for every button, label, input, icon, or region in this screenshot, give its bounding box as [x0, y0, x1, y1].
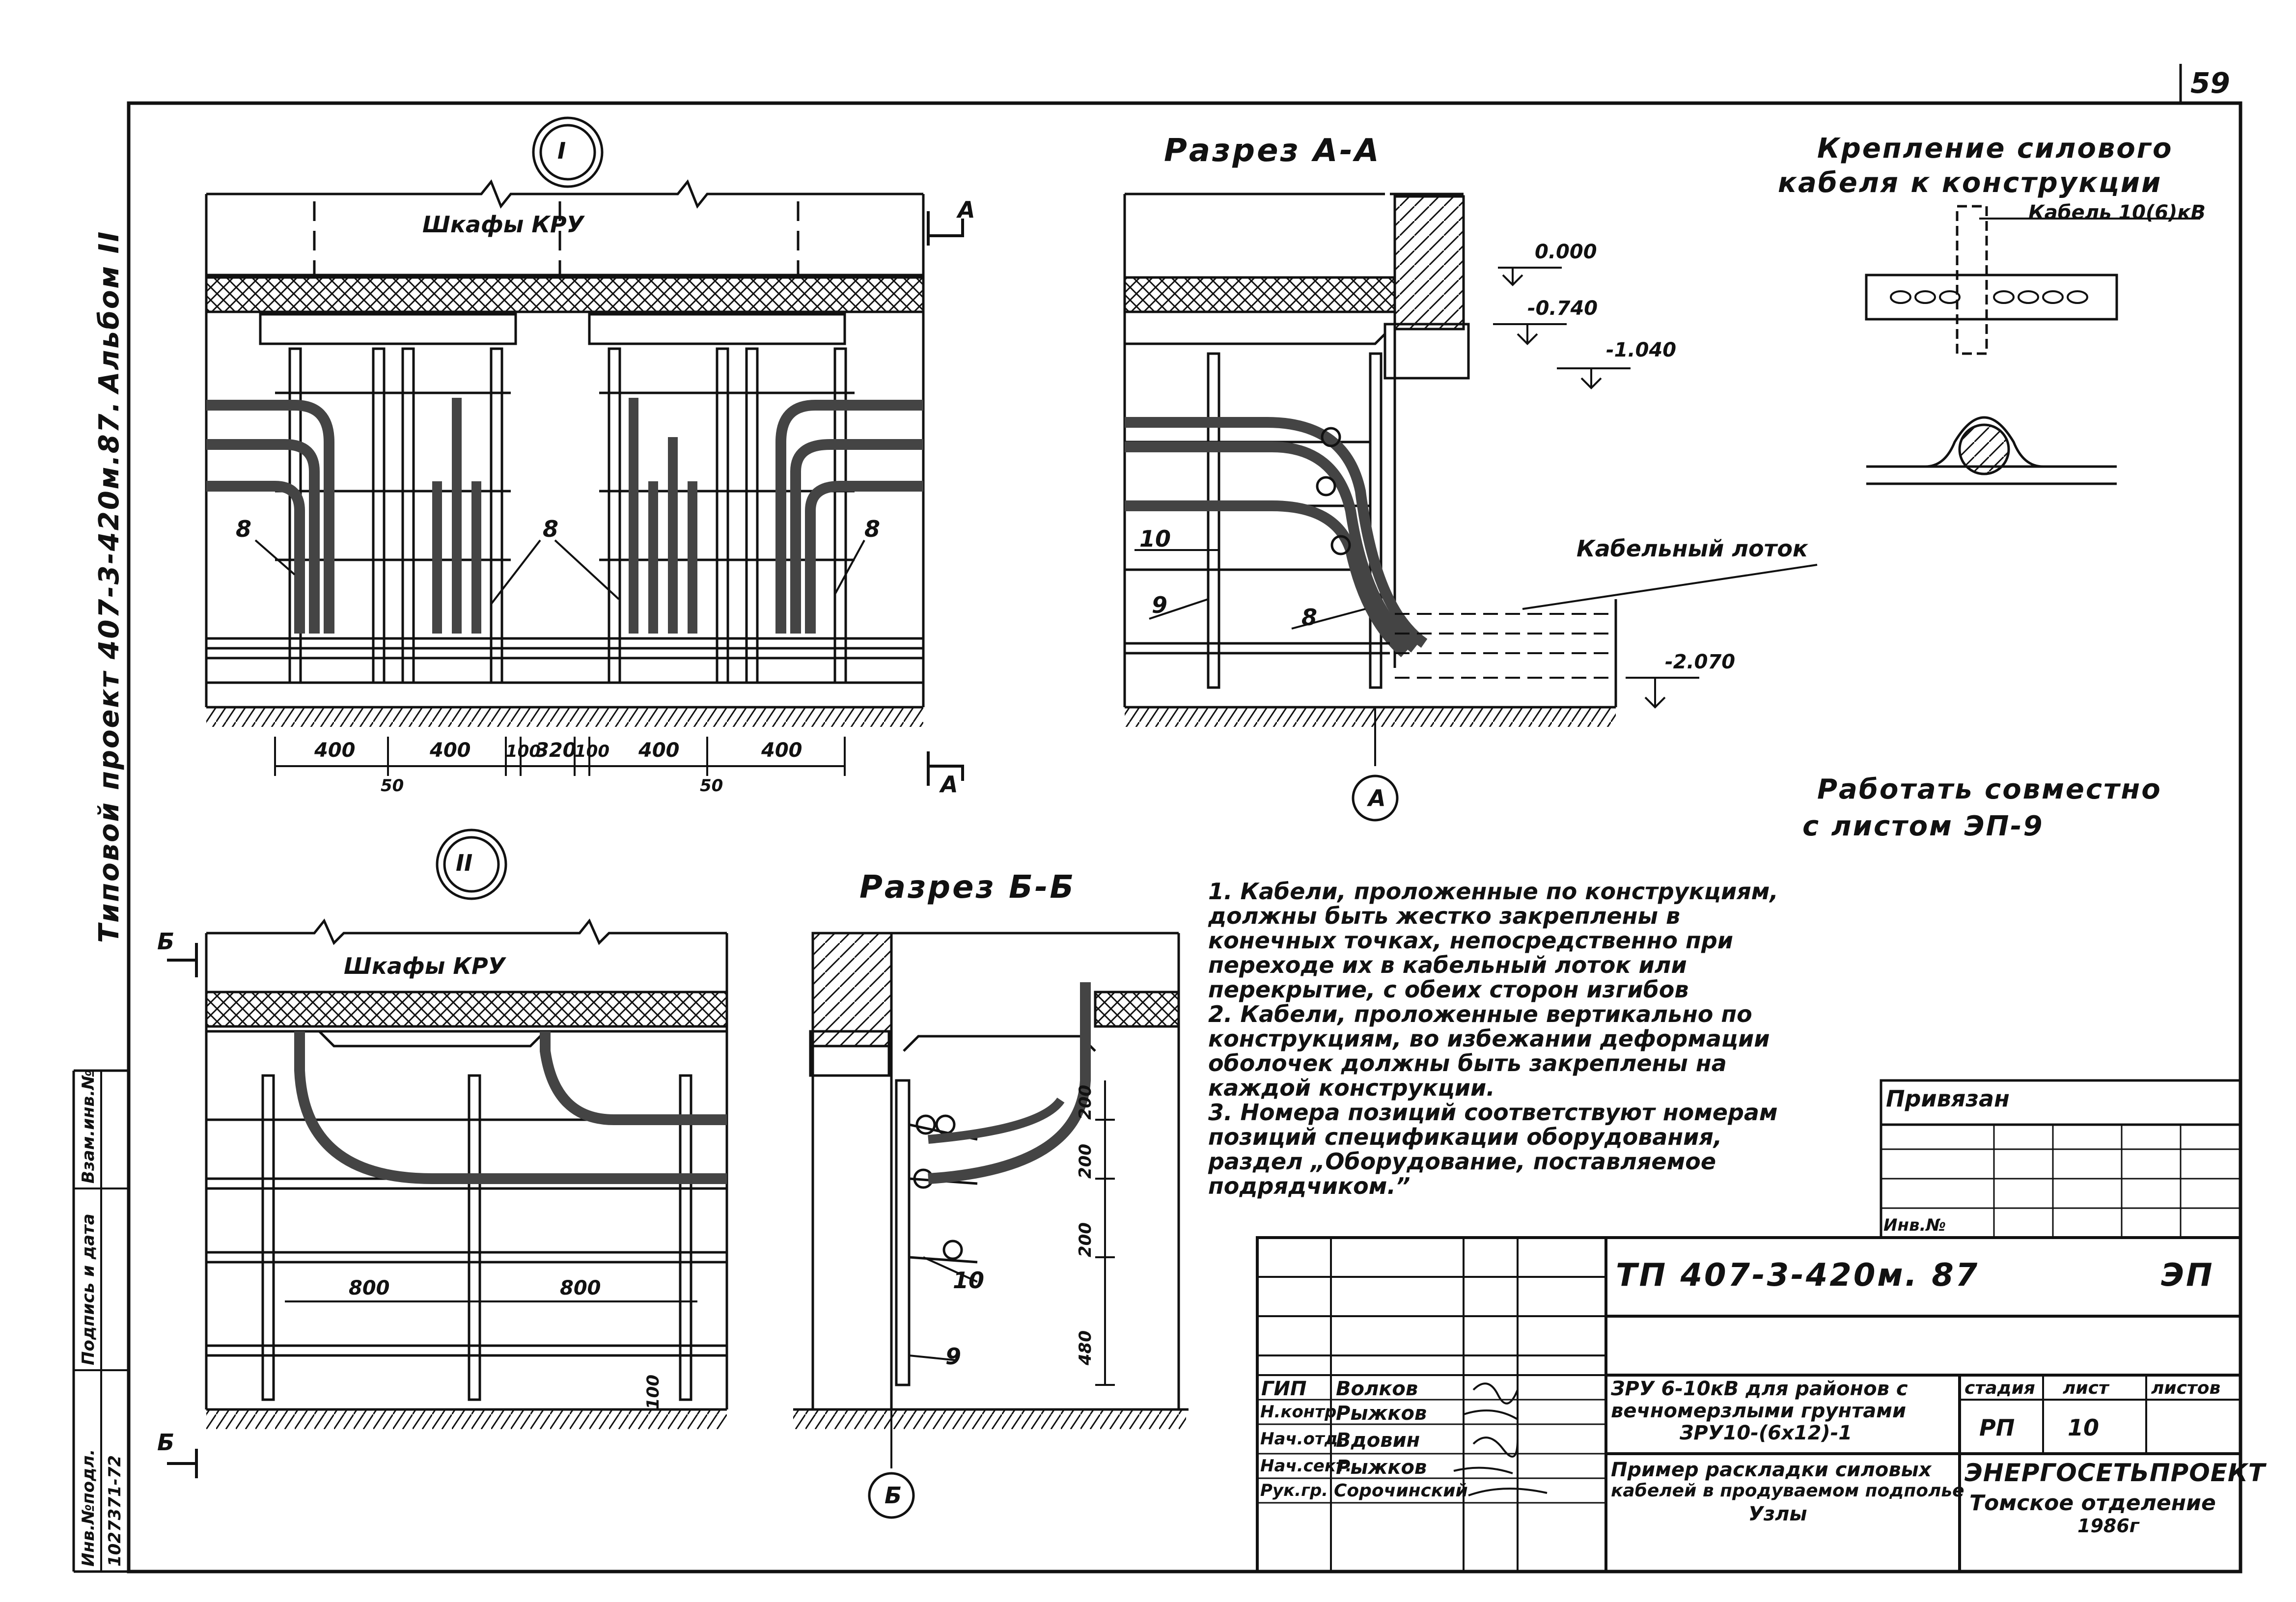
strip-doc-number: 1027371-72	[105, 1455, 125, 1567]
object-line-1: ЗРУ 6-10кВ для районов с	[1611, 1378, 1908, 1400]
project-label: Типовой проект 407-3-420м.87.	[93, 400, 125, 943]
note-item: 2. Кабели, проложенные вертикально по ко…	[1208, 1001, 1770, 1101]
company-name: ЭНЕРГОСЕТЬПРОЕКТ	[1964, 1459, 2266, 1487]
role-label: Нач.отд.	[1260, 1429, 1345, 1449]
strip-podpis: Подпись и дата	[79, 1214, 98, 1365]
view-1-sub-dimension: 50	[381, 776, 404, 796]
section-bb-dimension: 200	[1076, 1144, 1095, 1179]
section-bb-title: Разрез Б-Б	[859, 869, 1076, 906]
sheet-value: 10	[2068, 1414, 2100, 1441]
view-1-cabinet-label: Шкафы КРУ	[422, 211, 584, 238]
section-bb-pos-label: 9	[945, 1343, 962, 1370]
role-name: Рыжков	[1336, 1402, 1427, 1425]
section-aa-title: Разрез А-А	[1164, 133, 1381, 169]
view-1-sub-dimension: 50	[700, 776, 723, 796]
company-year: 1986г	[2077, 1515, 2139, 1537]
role-name: Сорочинский	[1334, 1481, 1468, 1501]
section-aa-pos-label: 8	[1301, 604, 1318, 631]
section-bb-dimension: 200	[1076, 1222, 1095, 1257]
work-note-line-1: Работать совместно	[1817, 773, 2162, 805]
note-item: 3. Номера позиций соответствуют номерам …	[1208, 1099, 1778, 1199]
work-note-line-2: с листом ЭП-9	[1802, 810, 2044, 842]
tray-label: Кабельный лоток	[1577, 535, 1808, 562]
sheet-title-line-3: Узлы	[1748, 1503, 1807, 1525]
view-1-dimension: 320	[535, 739, 577, 762]
view-2-dimension: 800	[560, 1277, 601, 1299]
view-1-drawing	[205, 116, 964, 786]
view-1-dimension: 400	[638, 739, 680, 762]
view-2-dimension: 800	[349, 1277, 390, 1299]
object-line-2: вечномерзлыми грунтами	[1611, 1400, 1906, 1422]
stage-header: стадия	[1964, 1378, 2035, 1398]
view-1-dimension: 100	[575, 742, 609, 761]
role-name: Волков	[1336, 1378, 1418, 1400]
view-1-dimension: 400	[314, 739, 356, 762]
view-1-pos-label: 8	[236, 516, 252, 542]
elevation-label: -1.040	[1606, 339, 1677, 361]
fastening-title-line-1: Крепление силового	[1817, 133, 2173, 165]
section-aa-pos-label: 10	[1139, 525, 1171, 552]
elevation-label: -0.740	[1527, 297, 1598, 320]
notes-block: 1. Кабели, проложенные по конструкциям, …	[1208, 879, 1783, 1198]
view-2-section-mark-bottom: Б	[157, 1429, 175, 1456]
view-1-dimension: 400	[430, 739, 471, 762]
sheet-header: лист	[2063, 1378, 2109, 1398]
section-bb-drawing	[793, 932, 1189, 1519]
fastening-detail-drawing	[1865, 205, 2200, 485]
sheet-title-line-2: кабелей в продуваемом подполье	[1611, 1481, 1964, 1501]
view-1-section-mark-bottom: А	[941, 771, 958, 798]
view-2-drawing	[167, 829, 728, 1478]
role-label: Н.контр.	[1260, 1402, 1343, 1422]
strip-vzam: Взам.инв.№	[79, 1070, 98, 1184]
binding-inv: Инв.№	[1883, 1215, 1946, 1235]
album-label: Альбом II	[93, 230, 125, 393]
role-name: Рыжков	[1336, 1456, 1427, 1479]
view-2-small-dimension: 100	[643, 1375, 663, 1409]
role-name: Вдовин	[1336, 1429, 1420, 1452]
role-label: Рук.гр.	[1260, 1481, 1328, 1500]
title-block-drawing	[1256, 1236, 2242, 1573]
elevation-label: -2.070	[1665, 651, 1736, 673]
section-bb-pos-label: 10	[953, 1267, 985, 1294]
view-2-cabinet-label: Шкафы КРУ	[344, 953, 506, 979]
section-aa-pos-label: 9	[1152, 592, 1168, 618]
note-item: 1. Кабели, проложенные по конструкциям, …	[1208, 878, 1778, 1003]
stage-value: РП	[1979, 1414, 2015, 1441]
section-code: ЭП	[2161, 1257, 2214, 1294]
view-2-section-mark-top: Б	[157, 928, 175, 955]
fastening-cable-label: Кабель 10(6)кВ	[2028, 201, 2206, 224]
view-1-pos-label: 8	[864, 516, 881, 542]
view-2-marker: II	[456, 850, 473, 876]
role-label: ГИП	[1261, 1378, 1307, 1400]
section-aa-axis: А	[1368, 785, 1386, 811]
sheet-number: 59	[2190, 66, 2230, 100]
section-bb-axis: Б	[885, 1482, 902, 1509]
elevation-label: 0.000	[1535, 241, 1597, 263]
sheet-title-line-1: Пример раскладки силовых	[1611, 1459, 1932, 1481]
object-line-3: ЗРУ10-(6х12)-1	[1680, 1422, 1853, 1444]
section-bb-dimension: 480	[1076, 1330, 1095, 1365]
strip-inv-podl: Инв.№подл.	[79, 1449, 98, 1567]
sheets-header: листов	[2151, 1378, 2221, 1398]
role-label: Нач.сект.	[1260, 1456, 1352, 1476]
fastening-title-line-2: кабеля к конструкции	[1778, 167, 2162, 199]
doc-code: ТП 407-3-420м. 87	[1616, 1257, 1980, 1294]
binding-title: Привязан	[1886, 1085, 2010, 1112]
view-1-marker: I	[557, 138, 566, 164]
company-department: Томское отделение	[1969, 1491, 2216, 1516]
view-1-dimension: 400	[761, 739, 802, 762]
sheet-frame	[72, 64, 2242, 1574]
section-bb-dimension: 200	[1076, 1085, 1095, 1120]
section-aa-drawing	[1123, 193, 1818, 822]
view-1-section-mark-top: А	[958, 196, 975, 223]
view-1-dimension: 100	[506, 742, 541, 761]
view-1-pos-label: 8	[543, 516, 559, 542]
